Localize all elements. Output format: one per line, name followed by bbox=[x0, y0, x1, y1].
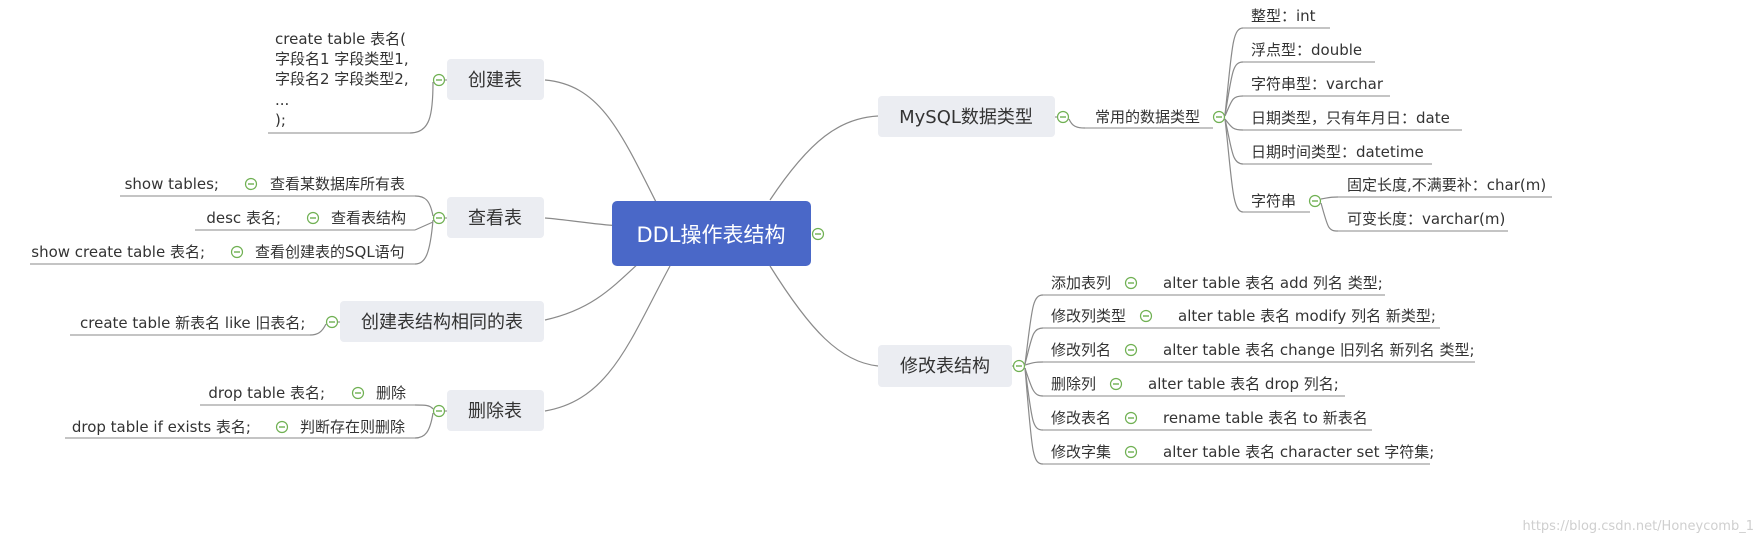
view-table-label: 查看表 bbox=[468, 208, 522, 229]
collapse-icon[interactable] bbox=[275, 420, 289, 434]
collapse-icon[interactable] bbox=[1124, 445, 1138, 459]
collapse-icon[interactable] bbox=[1139, 309, 1153, 323]
string-type-label: 字符串 bbox=[1251, 192, 1296, 210]
same-structure-node[interactable]: 创建表结构相同的表 bbox=[340, 301, 544, 342]
collapse-icon[interactable] bbox=[1124, 343, 1138, 357]
view-command: show create table 表名; bbox=[31, 243, 205, 261]
view-table-node[interactable]: 查看表 bbox=[447, 197, 544, 238]
modify-action: 修改列名 bbox=[1051, 341, 1111, 359]
collapse-icon[interactable] bbox=[244, 177, 258, 191]
type-item: 整型：int bbox=[1251, 7, 1316, 25]
collapse-icon[interactable] bbox=[432, 404, 446, 418]
view-command: desc 表名; bbox=[206, 209, 281, 227]
collapse-icon[interactable] bbox=[306, 211, 320, 225]
create-table-syntax-note: create table 表名( 字段名1 字段类型1, 字段名2 字段类型2,… bbox=[275, 30, 409, 129]
create-table-node[interactable]: 创建表 bbox=[447, 59, 544, 100]
syntax-line: ); bbox=[275, 111, 286, 129]
collapse-icon[interactable] bbox=[1124, 276, 1138, 290]
modify-action: 修改列类型 bbox=[1051, 307, 1126, 325]
collapse-icon[interactable] bbox=[1124, 411, 1138, 425]
type-connectors bbox=[1224, 27, 1244, 213]
view-command: show tables; bbox=[125, 175, 219, 193]
modify-command: rename table 表名 to 新表名 bbox=[1163, 409, 1368, 427]
modify-table-node[interactable]: 修改表结构 bbox=[878, 345, 1012, 387]
string-type-item: 可变长度：varchar(m) bbox=[1347, 210, 1505, 228]
delete-table-label: 删除表 bbox=[468, 401, 522, 422]
root-node[interactable]: DDL操作表结构 bbox=[612, 201, 811, 266]
string-type-item: 固定长度,不满要补：char(m) bbox=[1347, 176, 1546, 194]
modify-action: 添加表列 bbox=[1051, 274, 1111, 292]
root-collapse-icon[interactable] bbox=[811, 227, 825, 241]
modify-command: alter table 表名 modify 列名 新类型; bbox=[1178, 307, 1436, 325]
root-connectors bbox=[544, 79, 879, 412]
delete-desc: 判断存在则删除 bbox=[300, 418, 405, 436]
root-label: DDL操作表结构 bbox=[636, 223, 785, 247]
syntax-line: create table 表名( bbox=[275, 30, 406, 48]
collapse-icon[interactable] bbox=[1056, 110, 1070, 124]
modify-command: alter table 表名 add 列名 类型; bbox=[1163, 274, 1383, 292]
modify-table-label: 修改表结构 bbox=[900, 356, 990, 377]
delete-table-node[interactable]: 删除表 bbox=[447, 390, 544, 431]
collapse-icon[interactable] bbox=[230, 245, 244, 259]
collapse-icon[interactable] bbox=[1109, 377, 1123, 391]
modify-command: alter table 表名 change 旧列名 新列名 类型; bbox=[1163, 341, 1475, 359]
collapse-icon[interactable] bbox=[432, 73, 446, 87]
modify-action: 修改表名 bbox=[1051, 409, 1111, 427]
same-structure-command: create table 新表名 like 旧表名; bbox=[80, 314, 305, 332]
type-item: 字符串型：varchar bbox=[1251, 75, 1384, 93]
view-desc: 查看某数据库所有表 bbox=[270, 175, 405, 193]
modify-action: 修改字集 bbox=[1051, 443, 1111, 461]
delete-desc: 删除 bbox=[376, 384, 406, 402]
common-types-label: 常用的数据类型 bbox=[1095, 108, 1200, 126]
syntax-line: 字段名1 字段类型1, bbox=[275, 50, 409, 68]
mysql-types-label: MySQL数据类型 bbox=[899, 107, 1033, 128]
collapse-icon[interactable] bbox=[351, 386, 365, 400]
create-table-label: 创建表 bbox=[468, 70, 522, 91]
modify-action: 删除列 bbox=[1051, 375, 1096, 393]
delete-command: drop table if exists 表名; bbox=[72, 418, 251, 436]
collapse-icon[interactable] bbox=[432, 211, 446, 225]
syntax-line: ... bbox=[275, 91, 289, 109]
view-desc: 查看表结构 bbox=[331, 209, 406, 227]
delete-command: drop table 表名; bbox=[208, 384, 325, 402]
collapse-icon[interactable] bbox=[325, 315, 339, 329]
mysql-types-node[interactable]: MySQL数据类型 bbox=[878, 96, 1055, 137]
view-desc: 查看创建表的SQL语句 bbox=[255, 243, 405, 261]
collapse-icon[interactable] bbox=[1012, 359, 1026, 373]
collapse-icon[interactable] bbox=[1308, 194, 1322, 208]
type-item: 日期时间类型：datetime bbox=[1251, 143, 1424, 161]
type-item: 浮点型：double bbox=[1251, 41, 1362, 59]
same-structure-label: 创建表结构相同的表 bbox=[361, 312, 523, 333]
modify-command: alter table 表名 drop 列名; bbox=[1148, 375, 1339, 393]
collapse-icon[interactable] bbox=[1212, 110, 1226, 124]
syntax-line: 字段名2 字段类型2, bbox=[275, 70, 409, 88]
watermark: https://blog.csdn.net/Honeycomb_1 bbox=[1522, 519, 1754, 534]
modify-connectors bbox=[1024, 294, 1044, 465]
modify-command: alter table 表名 character set 字符集; bbox=[1163, 443, 1434, 461]
type-item: 日期类型，只有年月日：date bbox=[1251, 109, 1450, 127]
